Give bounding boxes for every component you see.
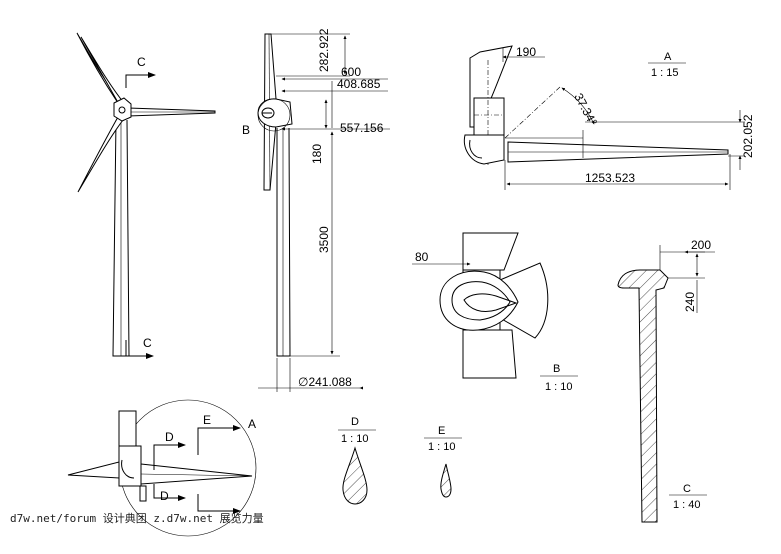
dim-diameter: ∅241.088 bbox=[298, 375, 352, 389]
detail-b-scale: 1 : 10 bbox=[545, 381, 573, 393]
detail-b-blade-upper bbox=[462, 232, 519, 271]
section-e-arrow-top bbox=[197, 425, 241, 455]
dim-557-156: 557.156 bbox=[340, 121, 384, 135]
section-d-arrow-bottom bbox=[153, 484, 186, 501]
dim-202-052: 202.052 bbox=[741, 114, 755, 158]
section-c-hatch bbox=[617, 269, 669, 523]
side-view: B 282.922 600 408.685 557.156 180 3500 ∅… bbox=[242, 28, 390, 392]
front-hub bbox=[113, 97, 132, 122]
dim-200: 200 bbox=[691, 238, 711, 252]
section-d-name: D bbox=[351, 416, 359, 428]
detail-a-view: 37.34° 190 202.052 1253.523 A 1 : 15 bbox=[463, 45, 755, 190]
front-view: C C bbox=[76, 32, 216, 359]
bottom-nacelle bbox=[118, 445, 142, 487]
dim-3500: 3500 bbox=[317, 226, 331, 253]
side-tower bbox=[276, 127, 291, 357]
dim-80: 80 bbox=[415, 250, 429, 264]
section-d-arrow-top bbox=[153, 442, 186, 470]
detail-a-callout-label: A bbox=[248, 417, 256, 431]
bottom-tower-stub bbox=[118, 410, 137, 447]
bottom-blade-left bbox=[67, 461, 120, 479]
section-e-view: E 1 : 10 bbox=[424, 425, 462, 498]
dim-600: 600 bbox=[341, 65, 361, 79]
detail-a-name: A bbox=[664, 51, 672, 63]
section-c-scale: 1 : 40 bbox=[673, 499, 701, 511]
watermark: d7w.net/forum 设计典团 z.d7w.net 展览力量 bbox=[10, 512, 264, 525]
detail-b-callout-circle bbox=[257, 98, 291, 132]
dim-282-922: 282.922 bbox=[317, 28, 331, 72]
section-c-arrow-bottom bbox=[125, 340, 154, 359]
section-e-profile bbox=[440, 463, 452, 498]
section-c-label-top: C bbox=[137, 55, 146, 69]
section-c-label-bottom: C bbox=[143, 336, 152, 350]
section-d-label-top: D bbox=[165, 430, 174, 444]
section-d-view: D 1 : 10 bbox=[338, 416, 376, 505]
dim-180: 180 bbox=[310, 144, 324, 164]
detail-b-callout-label: B bbox=[242, 123, 250, 137]
bottom-detail-view: D D E A bbox=[67, 399, 257, 537]
section-d-label-bottom: D bbox=[160, 489, 169, 503]
dim-190: 190 bbox=[516, 45, 536, 59]
front-blade-bottom bbox=[77, 116, 124, 193]
detail-b-view: 80 B 1 : 10 bbox=[412, 232, 578, 393]
section-c-arrow-top bbox=[125, 72, 156, 88]
detail-a-nacelle-box bbox=[473, 97, 505, 139]
detail-b-spinner-tip bbox=[463, 293, 518, 313]
dim-240: 240 bbox=[683, 292, 697, 312]
section-e-label-top: E bbox=[203, 413, 211, 427]
section-e-name: E bbox=[438, 425, 445, 437]
detail-b-name: B bbox=[553, 363, 560, 375]
section-d-profile bbox=[342, 446, 368, 505]
dim-angle-37-34: 37.34° bbox=[571, 91, 600, 129]
dim-408-685: 408.685 bbox=[337, 77, 381, 91]
detail-b-blade-right bbox=[499, 262, 549, 339]
side-nacelle bbox=[257, 98, 293, 128]
section-e-scale: 1 : 10 bbox=[428, 441, 456, 453]
detail-b-blade-lower bbox=[462, 329, 517, 379]
detail-a-scale: 1 : 15 bbox=[651, 67, 679, 79]
dim-1253-523: 1253.523 bbox=[585, 171, 635, 185]
front-blade-top-edge bbox=[80, 36, 125, 107]
section-c-view: 200 240 C 1 : 40 bbox=[617, 238, 715, 523]
section-d-scale: 1 : 10 bbox=[341, 433, 369, 445]
section-c-name: C bbox=[683, 483, 691, 495]
detail-a-hub bbox=[463, 134, 505, 165]
section-e-arrow-bottom bbox=[197, 494, 241, 514]
